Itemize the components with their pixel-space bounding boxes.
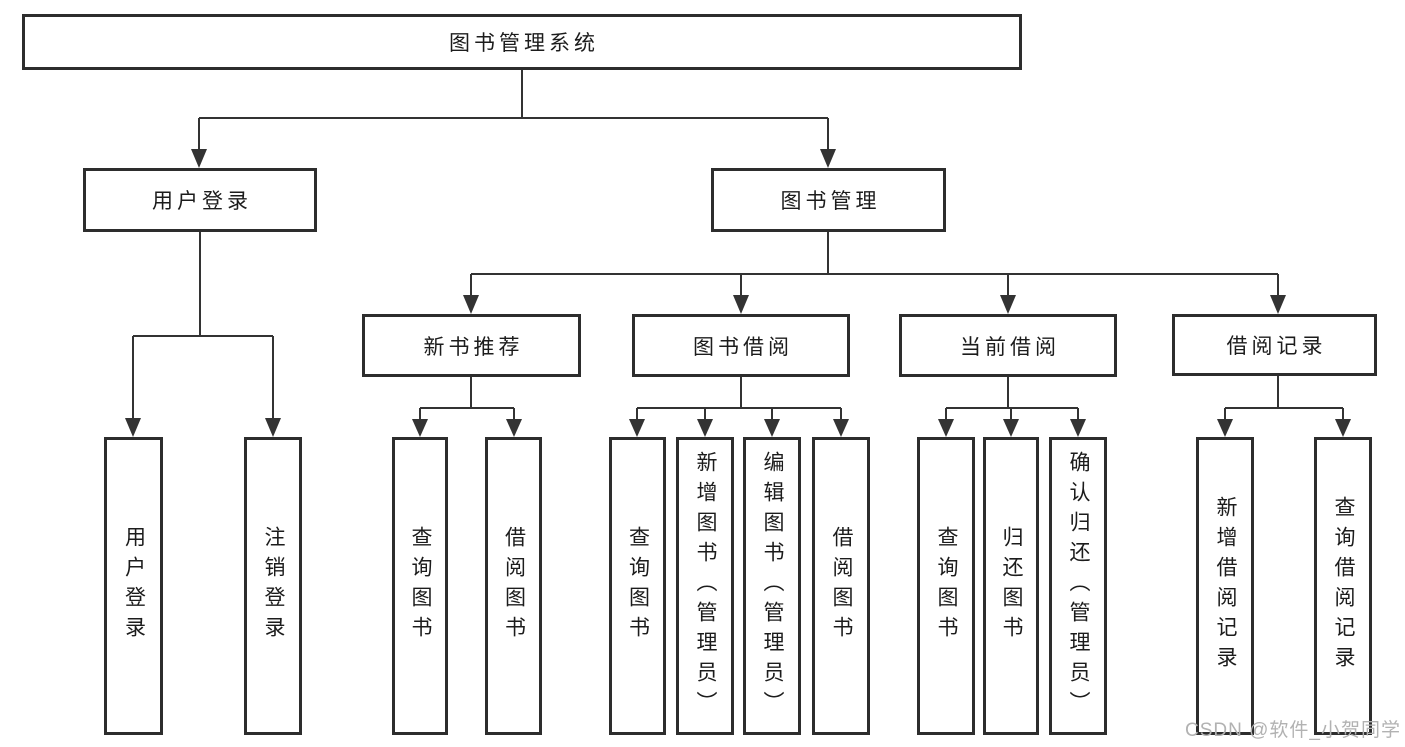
node-label: 查询借阅记录 [1332, 496, 1355, 676]
arrow-down-icon [1335, 419, 1351, 437]
arrow-down-icon [833, 419, 849, 437]
arrow-down-icon [265, 418, 281, 437]
node-label: 确认归还（管理员） [1067, 451, 1090, 721]
connector-book-borrow-children [629, 377, 849, 437]
node-label: 查询图书 [409, 526, 432, 646]
arrow-down-icon [506, 419, 522, 437]
node-label: 查询图书 [626, 526, 650, 646]
node-label: 注销登录 [262, 526, 285, 646]
node-query-books-3: 查询图书 [917, 437, 975, 735]
node-label: 查询图书 [935, 526, 958, 646]
node-book-borrow: 图书借阅 [632, 314, 850, 377]
node-label: 新增借阅记录 [1214, 496, 1237, 676]
arrow-down-icon [1070, 419, 1086, 437]
arrow-down-icon [1003, 419, 1019, 437]
node-current-borrow: 当前借阅 [899, 314, 1117, 377]
node-label: 当前借阅 [960, 335, 1060, 359]
node-label: 借阅图书 [502, 526, 526, 646]
node-confirm-return-admin: 确认归还（管理员） [1049, 437, 1107, 735]
arrow-down-icon [820, 149, 836, 168]
node-add-book-admin: 新增图书（管理员） [676, 437, 734, 735]
connector-book-management-children [463, 232, 1286, 314]
node-query-books-1: 查询图书 [392, 437, 448, 735]
node-borrow-books-2: 借阅图书 [812, 437, 870, 735]
connector-root-to-level2 [191, 69, 836, 168]
node-label: 新书推荐 [423, 335, 524, 359]
arrow-down-icon [697, 419, 713, 437]
node-label: 新增图书（管理员） [694, 451, 717, 721]
connector-current-borrow-children [938, 377, 1086, 437]
node-label: 归还图书 [1000, 526, 1023, 646]
node-label: 编辑图书（管理员） [761, 451, 784, 721]
node-logout-func: 注销登录 [244, 437, 302, 735]
node-label: 借阅图书 [830, 526, 853, 646]
node-query-books-2: 查询图书 [609, 437, 666, 735]
node-label: 图书管理系统 [449, 32, 599, 55]
arrow-down-icon [629, 419, 645, 437]
arrow-down-icon [764, 419, 780, 437]
node-book-management: 图书管理 [711, 168, 946, 232]
connector-new-book-children [412, 377, 522, 437]
node-label: 用户登录 [122, 526, 146, 646]
arrow-down-icon [412, 419, 428, 437]
node-library-system: 图书管理系统 [22, 14, 1022, 70]
node-query-borrow-record: 查询借阅记录 [1314, 437, 1372, 735]
arrow-down-icon [1270, 295, 1286, 314]
arrow-down-icon [463, 295, 479, 314]
node-return-book: 归还图书 [983, 437, 1039, 735]
node-label: 图书借阅 [693, 335, 793, 359]
node-label: 用户登录 [152, 190, 252, 213]
node-borrow-records: 借阅记录 [1172, 314, 1377, 376]
node-add-borrow-record: 新增借阅记录 [1196, 437, 1254, 735]
arrow-down-icon [938, 419, 954, 437]
node-label: 图书管理 [780, 190, 881, 213]
arrow-down-icon [191, 149, 207, 168]
node-new-book-recommend: 新书推荐 [362, 314, 581, 377]
arrow-down-icon [1000, 295, 1016, 314]
connector-borrow-records-children [1217, 376, 1351, 437]
node-user-login: 用户登录 [83, 168, 317, 232]
node-edit-book-admin: 编辑图书（管理员） [743, 437, 801, 735]
watermark: CSDN @软件_小贺同学 [1185, 720, 1401, 741]
node-borrow-books-1: 借阅图书 [485, 437, 542, 735]
node-label: 借阅记录 [1226, 335, 1327, 358]
node-user-login-func: 用户登录 [104, 437, 163, 735]
arrow-down-icon [1217, 419, 1233, 437]
arrow-down-icon [733, 295, 749, 314]
arrow-down-icon [125, 418, 141, 437]
connector-user-login-children [125, 231, 281, 437]
